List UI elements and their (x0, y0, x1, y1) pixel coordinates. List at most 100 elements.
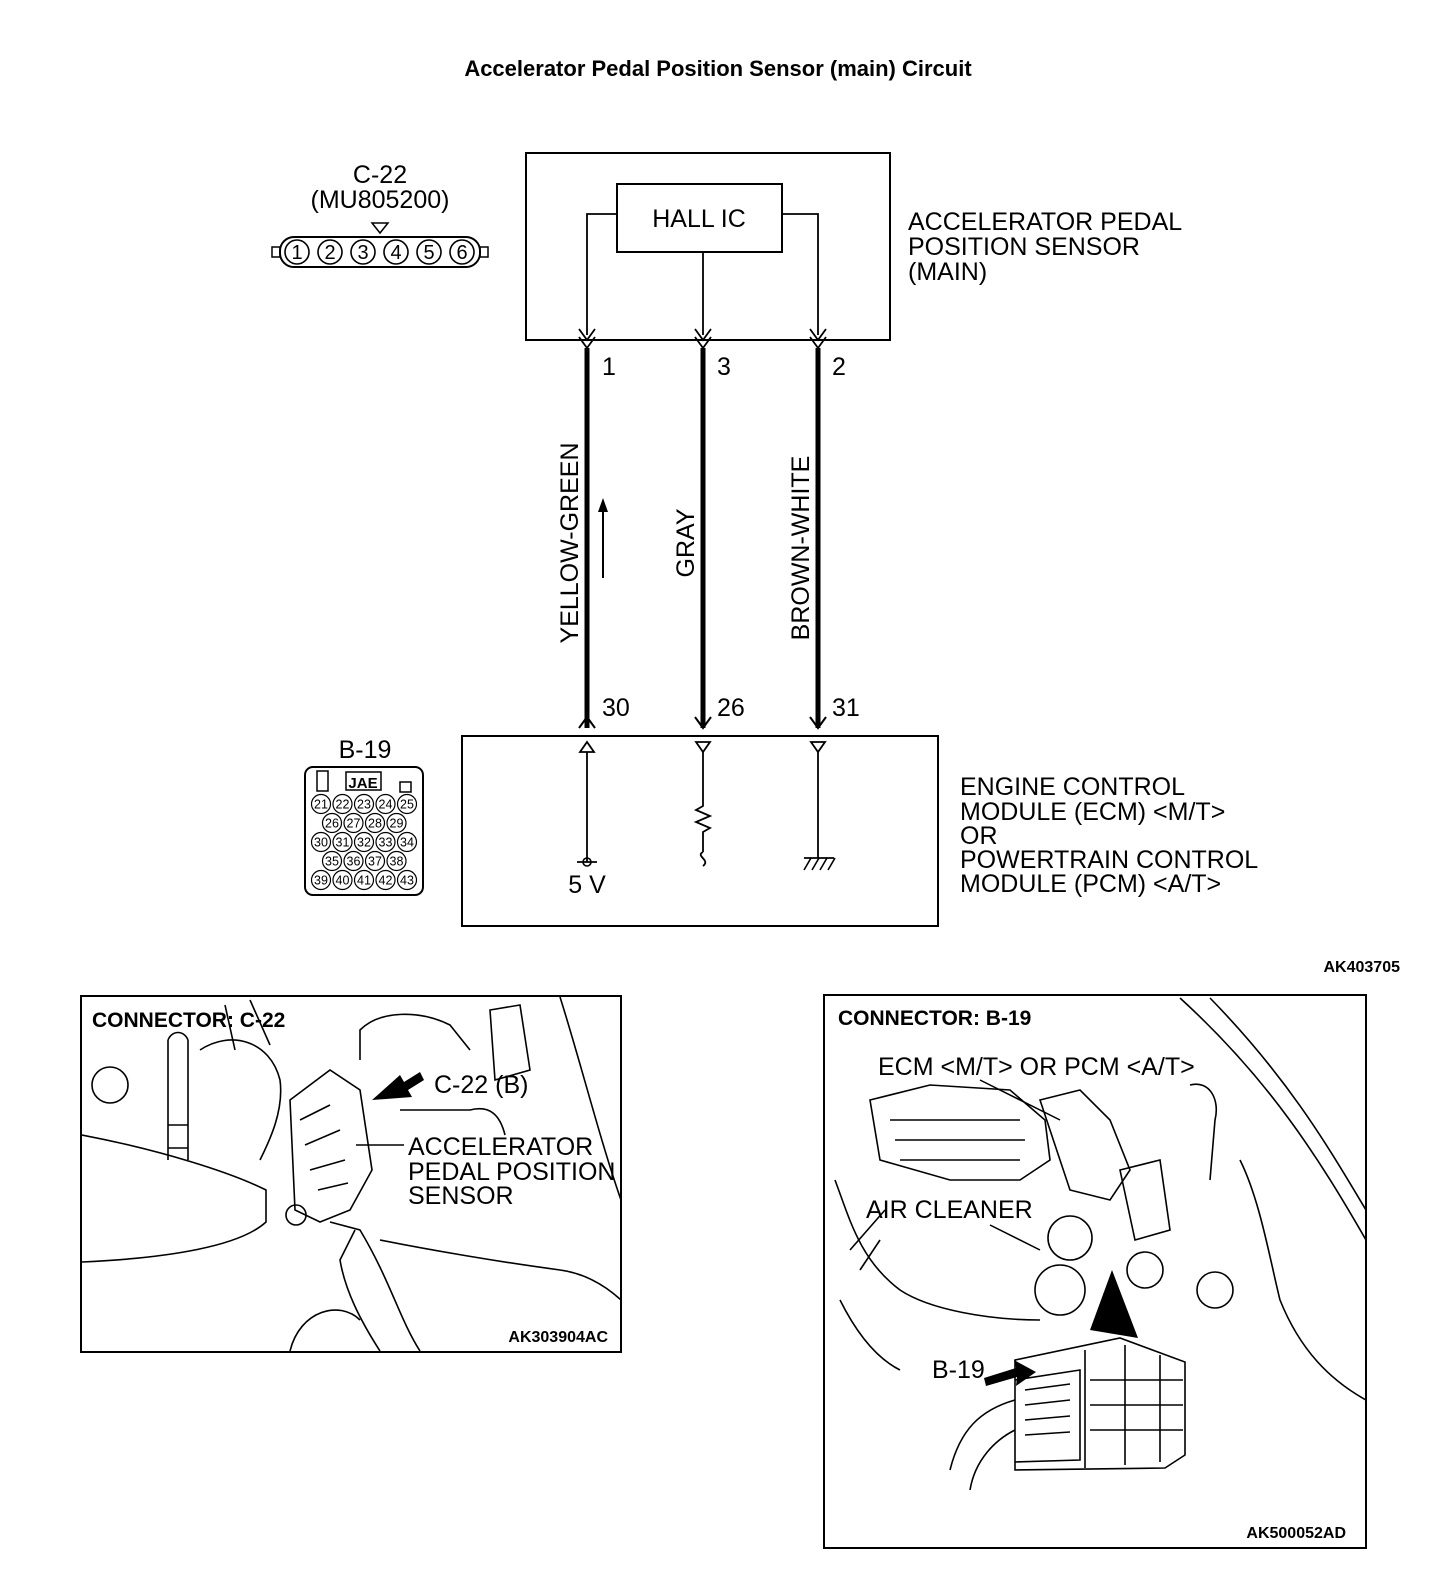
sensor-box (525, 152, 891, 341)
b19-pin-number: 38 (390, 855, 404, 869)
c22-key-mark (370, 222, 390, 235)
b19-pin-number: 39 (314, 874, 328, 888)
b19-pin (386, 850, 407, 872)
b19-pin (321, 850, 343, 872)
b19-pin (310, 793, 332, 815)
diagram-title: Accelerator Pedal Position Sensor (main)… (464, 56, 972, 81)
b19-pin-number: 26 (325, 817, 339, 831)
b19-pin (343, 812, 364, 834)
c22-label-line-2: PEDAL POSITION (408, 1158, 615, 1186)
b19-pin-number: 33 (379, 836, 393, 850)
b19-pin-number: 42 (379, 874, 393, 888)
b19-pin (343, 850, 364, 872)
c22-pin (350, 239, 376, 265)
c22-pin-number: 3 (357, 242, 368, 264)
sensor-terminal-2 (809, 328, 827, 342)
ecm-pin-label-26: 26 (717, 694, 745, 722)
hall-ic-lead-1 (586, 213, 617, 335)
ecm-name-line-3: OR (960, 822, 998, 850)
panel-c22-frame (80, 995, 622, 1353)
sensor-pin-label-1: 1 (602, 353, 616, 381)
panel-b19-code: AK500052AD (1246, 1525, 1346, 1542)
hall-ic-lead-2 (782, 213, 819, 335)
b19-pin (353, 831, 375, 853)
b19-pin (353, 869, 375, 891)
b19-pin (396, 869, 418, 891)
b19-pin-number: 31 (336, 836, 350, 850)
b19-pin-number: 40 (336, 874, 350, 888)
c22-callout-arrow (372, 1072, 424, 1100)
input-resistor (693, 752, 713, 852)
c22-tab-right (479, 246, 489, 258)
supply-5v-node (582, 857, 592, 867)
panel-b19-title: CONNECTOR: B-19 (838, 1007, 1031, 1030)
panel-c22-title: CONNECTOR: C-22 (92, 1009, 285, 1032)
hall-ic-box (616, 183, 783, 253)
b19-pin-number: 37 (368, 855, 382, 869)
c22-pin-number: 1 (291, 242, 302, 264)
sensor-name-line-3: (MAIN) (908, 258, 987, 286)
c22-tab-left (271, 246, 281, 258)
c22-location-illustration (82, 997, 620, 1351)
b19-pin-number: 22 (336, 798, 350, 812)
panel-b19-frame (823, 994, 1367, 1549)
b19-callout-connector: B-19 (932, 1356, 985, 1384)
b19-pin (364, 812, 386, 834)
sensor-name-line-2: POSITION SENSOR (908, 233, 1140, 261)
sensor-name-line-1: ACCELERATOR PEDAL (908, 208, 1182, 236)
wire-color-label-gray: GRAY (672, 508, 700, 577)
ecm-pin-label-31: 31 (832, 694, 860, 722)
b19-pin (353, 793, 375, 815)
sensor-pin-label-3: 3 (717, 353, 731, 381)
c22-pin (383, 239, 409, 265)
c22-pin (416, 239, 442, 265)
b19-pin-number: 35 (325, 855, 339, 869)
panel-connector-b19: CONNECTOR: B-19 ECM <M/T> OR PCM <A/T> A… (823, 994, 1367, 1549)
b19-pin (332, 831, 353, 853)
b19-pin-number: 41 (357, 874, 371, 888)
ecm-terminal-30 (578, 715, 596, 729)
sensor-pin-label-2: 2 (832, 353, 846, 381)
b19-pin-number: 24 (379, 798, 393, 812)
b19-pin-number: 43 (400, 874, 414, 888)
b19-pin-number: 21 (314, 798, 328, 812)
ecm-name-line-4: POWERTRAIN CONTROL (960, 846, 1258, 874)
b19-pin (310, 869, 332, 891)
b19-ecm-leader (979, 1079, 1061, 1121)
panel-connector-c22: CONNECTOR: C-22 C-22 (B) ACCELERATOR PED… (80, 995, 622, 1353)
b19-pin (396, 793, 418, 815)
ecm-terminal-31 (809, 716, 827, 730)
b19-pin-number: 32 (357, 836, 371, 850)
sensor-terminal-3 (694, 328, 712, 342)
b19-pin (332, 793, 353, 815)
wire-color-label-yellow-green: YELLOW-GREEN (556, 443, 584, 644)
b19-pin-number: 29 (390, 817, 404, 831)
c22-pin-number: 4 (390, 242, 401, 264)
c22-connector-id: C-22 (353, 161, 407, 189)
b19-pin-number: 30 (314, 836, 328, 850)
c22-housing (279, 236, 481, 268)
b19-pin-number: 27 (347, 817, 361, 831)
b19-pin (364, 850, 386, 872)
ecm-unit-illustration (949, 1337, 1186, 1491)
b19-callout-air-cleaner: AIR CLEANER (866, 1196, 1033, 1224)
hall-ic-label: HALL IC (652, 205, 746, 233)
b19-air-leader (989, 1224, 1041, 1251)
b19-pin-number: 36 (347, 855, 361, 869)
sensor-terminal-1 (578, 328, 596, 342)
c22-label-line-3: SENSOR (408, 1182, 514, 1210)
b19-pin (386, 812, 407, 834)
b19-pin (375, 793, 396, 815)
ecm-name-line-5: MODULE (PCM) <A/T> (960, 870, 1221, 898)
b19-pin (396, 831, 418, 853)
ecm-name-line-2: MODULE (ECM) <M/T> (960, 798, 1225, 826)
b19-location-illustration (834, 997, 1365, 1401)
c22-pin (449, 239, 475, 265)
ecm-terminal-26 (694, 716, 712, 730)
c22-pin-number: 6 (456, 242, 467, 264)
wire-color-label-brown-white: BROWN-WHITE (787, 456, 815, 641)
b19-pin (332, 869, 353, 891)
b19-pin (375, 869, 396, 891)
